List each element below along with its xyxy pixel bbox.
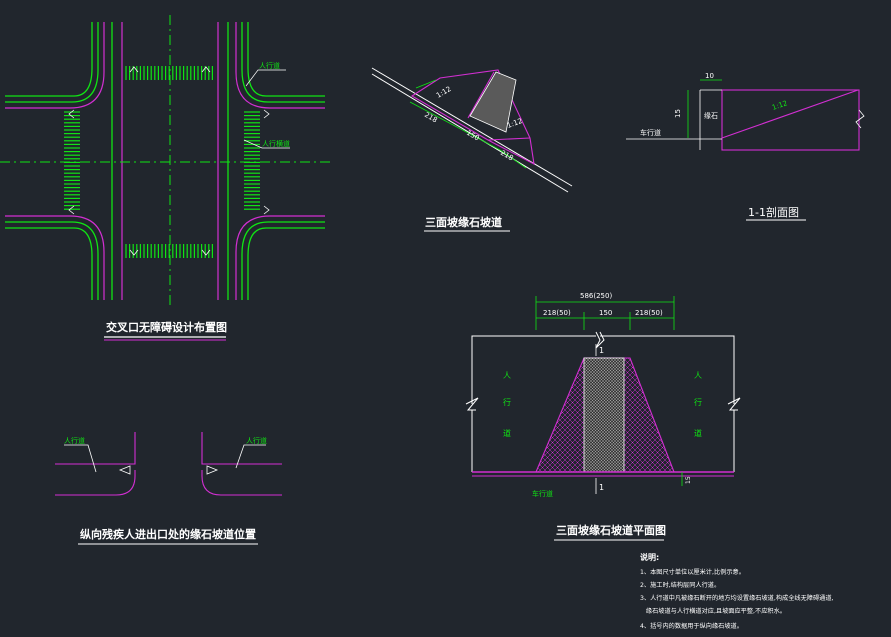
ped-right-2: 行 bbox=[694, 397, 702, 407]
notes: 说明: 1、本图尺寸单位以厘米计,比例示意。 2、施工时,结构层同人行道。 3、… bbox=[640, 552, 834, 630]
title-three-side: 三面坡缘石坡道 bbox=[425, 215, 502, 229]
dim-total: 586(250) bbox=[580, 292, 612, 300]
edge-line-2 bbox=[371, 73, 569, 193]
note-3: 3、人行道中凡被缘石断开的地方均设置缘石坡道,构成全线无障碍通道, bbox=[640, 594, 834, 602]
break-right bbox=[727, 397, 741, 411]
ramp-symbol-right bbox=[206, 465, 219, 475]
label-curb: 缘石 bbox=[704, 111, 718, 120]
plan-dimension-lines bbox=[535, 296, 683, 486]
leader-left bbox=[64, 444, 97, 473]
zebra-crossing-east bbox=[244, 111, 260, 210]
title-longitudinal: 纵向残疾人进出口处的缘石坡道位置 bbox=[80, 527, 256, 541]
label-sidewalk-left: 人行道 bbox=[64, 436, 85, 445]
dim-side: 15 bbox=[674, 109, 682, 118]
ramp-central-slope bbox=[583, 357, 625, 473]
ped-left-3: 道 bbox=[503, 428, 511, 438]
section-mark-top: 1 bbox=[599, 346, 604, 355]
section-outline bbox=[721, 89, 860, 151]
edge-line-1 bbox=[371, 67, 573, 187]
ped-right-1: 人 bbox=[694, 371, 702, 380]
label-sidewalk-right: 人行道 bbox=[246, 436, 267, 445]
long-right-curb bbox=[201, 470, 282, 496]
note-4: 4、括号内的数据用于纵向缘石坡道。 bbox=[640, 622, 743, 630]
title-intersection: 交叉口无障碍设计布置图 bbox=[106, 320, 227, 334]
zebra-crossing-west bbox=[64, 111, 80, 210]
section-slope: 1:12 bbox=[771, 99, 788, 112]
dim-bottom: 15 bbox=[685, 476, 692, 484]
ramp-marks bbox=[68, 66, 270, 256]
intersection-plan: 人行道 人行横道 交叉口无障碍设计布置图 bbox=[0, 15, 330, 341]
long-right-edge bbox=[201, 432, 282, 465]
three-side-ramp-plan: 1 1 586(250) 218(50) 150 218(50) 15 人 行 … bbox=[465, 292, 741, 541]
section-slope-line bbox=[721, 89, 859, 139]
note-2: 2、施工时,结构层同人行道。 bbox=[640, 581, 720, 589]
leader-right bbox=[235, 444, 266, 469]
zebra-crossing-north bbox=[125, 66, 213, 80]
dimension-lines bbox=[409, 79, 527, 169]
ped-left-2: 行 bbox=[503, 397, 511, 407]
centre-lines bbox=[0, 15, 330, 305]
break-left bbox=[465, 397, 479, 411]
dim-plan-1: 218(50) bbox=[543, 309, 571, 317]
section-dimensions bbox=[687, 79, 722, 138]
dim-plan-2: 150 bbox=[599, 309, 612, 317]
plan-outline-right bbox=[600, 335, 735, 404]
note-1: 1、本图尺寸单位以厘米计,比例示意。 bbox=[640, 568, 745, 576]
dim-plan-3: 218(50) bbox=[635, 309, 663, 317]
three-side-ramp-angled: 218 150 218 1:12 1:12 三面坡缘石坡道 bbox=[371, 67, 573, 232]
notes-heading: 说明: bbox=[640, 552, 659, 562]
long-left-edge bbox=[55, 432, 136, 465]
section-mark-bottom: 1 bbox=[599, 483, 604, 492]
ramp-outline bbox=[410, 69, 535, 165]
label-lane-plan: 车行道 bbox=[532, 489, 553, 498]
label-crossing: 人行横道 bbox=[262, 139, 290, 148]
note-3b: 缘石坡道与人行横道对应,且坡面应平整,不应积水。 bbox=[640, 607, 786, 615]
ped-left-1: 人 bbox=[503, 371, 511, 380]
slope-label-1: 1:12 bbox=[435, 85, 453, 100]
long-left-curb bbox=[55, 470, 136, 496]
section-1-1: 10 15 缘石 1:12 车行道 1-1剖面图 bbox=[626, 72, 865, 221]
plan-outline-left bbox=[471, 335, 596, 404]
ramp-hatched-area bbox=[469, 71, 517, 133]
label-lane-section: 车行道 bbox=[640, 128, 661, 137]
title-plan: 三面坡缘石坡道平面图 bbox=[556, 523, 666, 537]
road-edge-lines bbox=[5, 22, 325, 300]
leader-lines bbox=[243, 69, 290, 149]
ramp-symbol-left bbox=[118, 465, 131, 475]
zebra-crossing-south bbox=[125, 244, 213, 258]
ped-right-3: 道 bbox=[694, 428, 702, 438]
dim-top: 10 bbox=[705, 72, 714, 80]
longitudinal-ramp-position: 人行道 人行道 纵向残疾人进出口处的缘石坡道位置 bbox=[55, 432, 282, 545]
label-sidewalk: 人行道 bbox=[259, 61, 280, 70]
break-symbol bbox=[855, 109, 865, 129]
curb-lines bbox=[5, 22, 325, 300]
title-section: 1-1剖面图 bbox=[748, 205, 799, 219]
